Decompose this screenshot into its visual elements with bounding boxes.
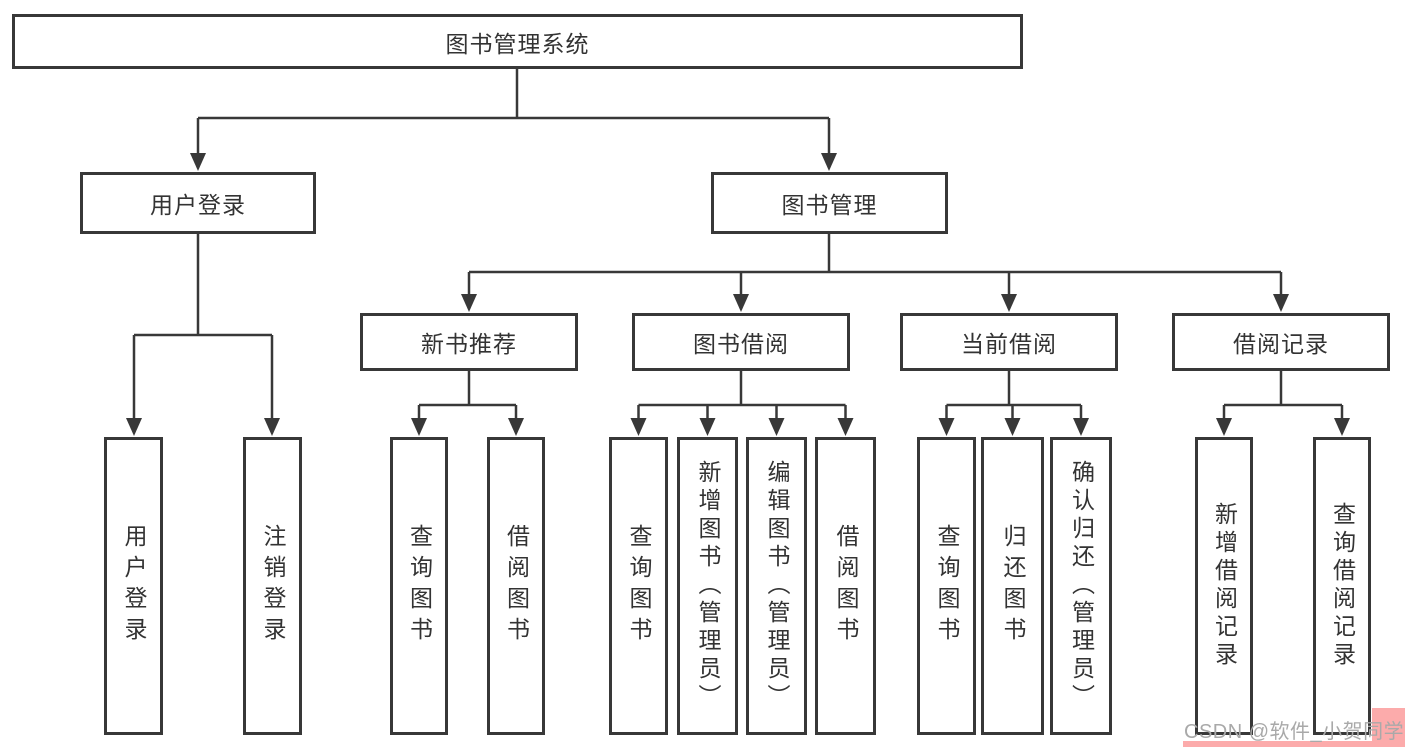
- node-label: 图书借阅: [693, 331, 789, 357]
- leaf-query-books-borrowing: 查询图书: [609, 437, 668, 735]
- leaf-label: 注销登录: [260, 524, 286, 648]
- arrowhead-icon: [461, 294, 477, 312]
- node-label: 借阅记录: [1233, 331, 1329, 357]
- arrowhead-icon: [1334, 418, 1350, 436]
- watermark-highlight: [1183, 741, 1405, 747]
- leaf-borrow-books-borrowing: 借阅图书: [815, 437, 876, 735]
- leaf-label: 借阅图书: [503, 524, 530, 648]
- leaf-confirm-return-admin: 确认归还（管理员）: [1050, 437, 1112, 735]
- leaf-label: 编辑图书（管理员）: [764, 460, 790, 712]
- arrowhead-icon: [411, 418, 427, 436]
- arrowhead-icon: [630, 418, 647, 436]
- leaf-query-borrow-record: 查询借阅记录: [1313, 437, 1371, 735]
- leaf-label: 新增图书（管理员）: [695, 460, 721, 712]
- arrowhead-icon: [1001, 294, 1017, 312]
- arrowhead-icon: [508, 418, 524, 436]
- leaf-add-book-admin: 新增图书（管理员）: [677, 437, 738, 735]
- node-user-login: 用户登录: [80, 172, 316, 234]
- arrowhead-icon: [126, 418, 142, 436]
- node-current-borrowing: 当前借阅: [900, 313, 1118, 371]
- leaf-label: 确认归还（管理员）: [1068, 460, 1095, 712]
- node-label: 新书推荐: [421, 331, 517, 357]
- leaf-label: 查询借阅记录: [1329, 502, 1356, 670]
- leaf-label: 查询图书: [626, 524, 652, 648]
- node-book-borrowing: 图书借阅: [632, 313, 850, 371]
- leaf-user-login: 用户登录: [104, 437, 163, 735]
- arrowhead-icon: [768, 418, 785, 436]
- arrowhead-icon: [938, 418, 955, 436]
- node-label: 当前借阅: [961, 331, 1057, 357]
- leaf-label: 借阅图书: [833, 524, 859, 648]
- leaf-label: 查询图书: [406, 524, 433, 648]
- node-borrowing-records: 借阅记录: [1172, 313, 1390, 371]
- arrowhead-icon: [733, 294, 749, 312]
- arrowhead-icon: [190, 153, 206, 171]
- leaf-query-books-recommendation: 查询图书: [390, 437, 448, 735]
- arrowhead-icon: [1073, 418, 1089, 436]
- arrowhead-icon: [699, 418, 716, 436]
- leaf-return-books: 归还图书: [981, 437, 1044, 735]
- watermark-highlight: [1372, 708, 1405, 747]
- arrowhead-icon: [264, 418, 280, 436]
- leaf-logout: 注销登录: [243, 437, 302, 735]
- leaf-label: 用户登录: [121, 524, 147, 648]
- arrowhead-icon: [821, 153, 837, 171]
- leaf-label: 归还图书: [1000, 524, 1026, 648]
- leaf-query-books-current: 查询图书: [917, 437, 976, 735]
- node-book-management: 图书管理: [711, 172, 948, 234]
- arrowhead-icon: [837, 418, 854, 436]
- node-label: 图书管理: [781, 192, 878, 218]
- arrowhead-icon: [1216, 418, 1232, 436]
- leaf-label: 新增借阅记录: [1211, 502, 1238, 670]
- node-library-management-system: 图书管理系统: [12, 14, 1023, 69]
- leaf-add-borrow-record: 新增借阅记录: [1195, 437, 1253, 735]
- leaf-edit-book-admin: 编辑图书（管理员）: [746, 437, 807, 735]
- node-new-book-recommendation: 新书推荐: [360, 313, 578, 371]
- watermark-text: CSDN @软件_小贺同学: [1184, 721, 1405, 743]
- arrowhead-icon: [1273, 294, 1289, 312]
- node-label: 用户登录: [150, 192, 246, 218]
- node-label: 图书管理系统: [445, 30, 590, 57]
- leaf-borrow-books-recommendation: 借阅图书: [487, 437, 545, 735]
- leaf-label: 查询图书: [934, 524, 960, 648]
- arrowhead-icon: [1004, 418, 1021, 436]
